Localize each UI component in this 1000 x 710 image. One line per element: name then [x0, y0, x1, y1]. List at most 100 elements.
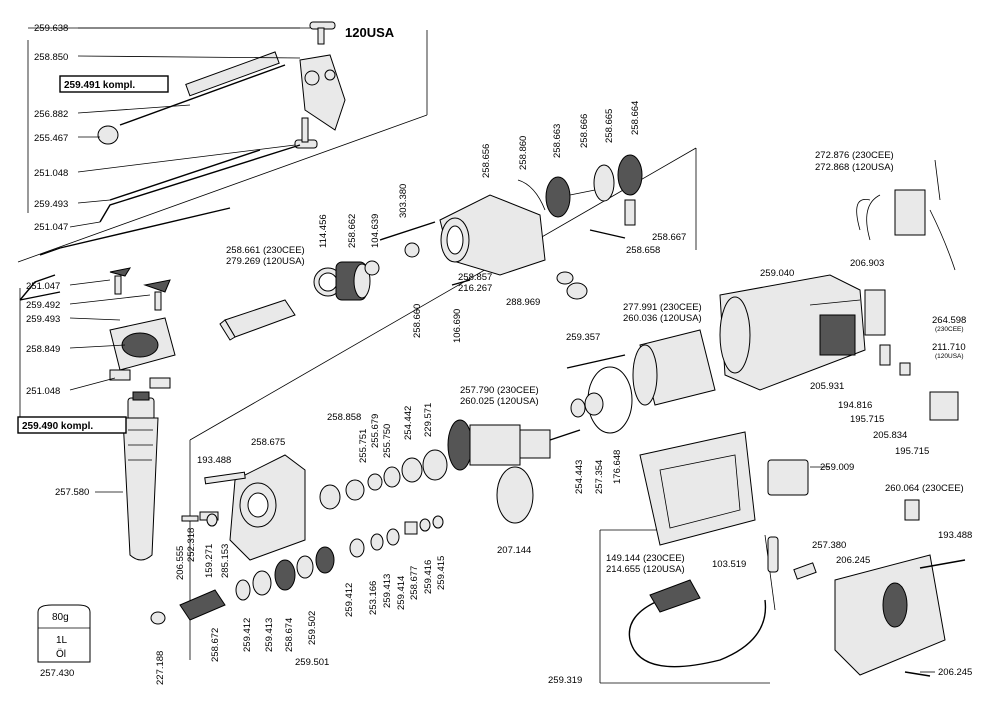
part-label: 206.245	[836, 555, 870, 566]
part-label: 258.858	[327, 412, 361, 423]
part-label: 259.493	[34, 199, 68, 210]
part-label: 255.679	[370, 414, 381, 448]
part-label: 254.442	[403, 406, 414, 440]
part-label: 259.413	[264, 618, 275, 652]
gear-housing-lower	[199, 449, 448, 561]
part-label: 251.048	[34, 168, 68, 179]
kit-label-left: 259.490 kompl.	[17, 416, 127, 434]
part-label: 258.675	[251, 437, 285, 448]
part-label: 227.188	[155, 651, 166, 685]
part-label: 277.991 (230CEE)	[623, 302, 702, 313]
oil-can-icon	[37, 604, 91, 663]
part-labels: 259.638 258.850 256.882 255.467 251.048 …	[26, 23, 972, 686]
part-label: 258.674	[284, 618, 295, 652]
part-label: 193.488	[197, 455, 231, 466]
leader-lines	[69, 27, 935, 673]
part-label: 259.502	[307, 611, 318, 645]
part-label: 251.048	[26, 386, 60, 397]
depth-stop-assembly	[97, 21, 346, 149]
part-label: 259.492	[26, 300, 60, 311]
part-label: 258.666	[579, 114, 590, 148]
oil-can-amount: 80g	[52, 612, 69, 623]
armature	[447, 392, 604, 524]
part-label: 258.672	[210, 628, 221, 662]
part-label: 279.269 (120USA)	[226, 256, 305, 267]
part-label: 253.166	[368, 581, 379, 615]
part-label: 285.153	[220, 544, 231, 578]
part-label: 254.443	[574, 460, 585, 494]
part-label: 252.318	[186, 528, 197, 562]
part-label: 149.144 (230CEE)	[606, 553, 685, 564]
part-label: 258.860	[518, 136, 529, 170]
part-label: (120USA)	[935, 353, 964, 360]
depth-rods	[19, 144, 301, 301]
part-label: 258.665	[604, 109, 615, 143]
part-label: 259.412	[242, 618, 253, 652]
part-label: 257.430	[40, 668, 74, 679]
gear-housing-upper	[439, 154, 643, 300]
part-label: 258.849	[26, 344, 60, 355]
part-label: 106.690	[452, 309, 463, 343]
part-label: 303.380	[398, 184, 409, 218]
part-label: 259.414	[396, 576, 407, 610]
part-label: 258.658	[626, 245, 660, 256]
part-label: 114.456	[318, 214, 329, 248]
part-label: 258.661 (230CEE)	[226, 245, 305, 256]
part-label: 255.467	[34, 133, 68, 144]
motor-housing	[566, 274, 866, 434]
part-label: 206.245	[938, 667, 972, 678]
part-label: 256.882	[34, 109, 68, 120]
part-label: 251.047	[34, 222, 68, 233]
part-label: 176.648	[612, 450, 623, 484]
part-label: 264.598	[932, 315, 966, 326]
part-label: 257.580	[55, 487, 89, 498]
part-label: 259.040	[760, 268, 794, 279]
part-label: (230CEE)	[935, 326, 964, 333]
part-label: 258.660	[412, 304, 423, 338]
section-lines	[17, 27, 770, 684]
part-label: 260.025 (120USA)	[460, 396, 539, 407]
oil-can-volume: 1L	[56, 635, 68, 646]
part-label: 259.493	[26, 314, 60, 325]
part-label: 255.751	[358, 429, 369, 463]
part-label: 259.415	[436, 556, 447, 590]
part-label: 258.662	[347, 214, 358, 248]
part-label: 194.816	[838, 400, 872, 411]
part-label: 205.931	[810, 381, 844, 392]
part-label: 103.519	[712, 559, 746, 570]
part-label: 272.876 (230CEE)	[815, 150, 894, 161]
part-label: 257.354	[594, 460, 605, 494]
part-label: 259.319	[548, 675, 582, 686]
part-label: 258.850	[34, 52, 68, 63]
part-label: 159.271	[204, 544, 215, 578]
part-label: 258.667	[652, 232, 686, 243]
part-label: 206.555	[175, 546, 186, 580]
part-label: 207.144	[497, 545, 531, 556]
part-label: 272.868 (120USA)	[815, 162, 894, 173]
brush-holder-area	[856, 159, 959, 421]
part-label: 104.639	[370, 214, 381, 248]
part-label: 216.267	[458, 283, 492, 294]
part-label: 229.571	[423, 403, 434, 437]
part-label: 214.655 (120USA)	[606, 564, 685, 575]
part-label: 259.501	[295, 657, 329, 668]
part-label: 259.009	[820, 462, 854, 473]
part-label: 193.488	[938, 530, 972, 541]
part-label: 257.380	[812, 540, 846, 551]
part-label: 205.834	[873, 430, 907, 441]
part-label: 258.663	[552, 124, 563, 158]
handle-housing	[628, 431, 966, 677]
kit-label-left-text: 259.490 kompl.	[22, 421, 93, 432]
kit-label-top: 259.491 kompl.	[59, 75, 169, 93]
side-handle-assembly	[109, 267, 176, 561]
part-label: 251.047	[26, 281, 60, 292]
part-label: 257.790 (230CEE)	[460, 385, 539, 396]
part-label: 195.715	[850, 414, 884, 425]
part-label: 195.715	[895, 446, 929, 457]
part-label: 288.969	[506, 297, 540, 308]
model-title: 120USA	[345, 25, 395, 40]
part-label: 260.064 (230CEE)	[885, 483, 964, 494]
oil-can-type: Öl	[56, 648, 66, 660]
kit-label-top-text: 259.491 kompl.	[64, 80, 135, 91]
